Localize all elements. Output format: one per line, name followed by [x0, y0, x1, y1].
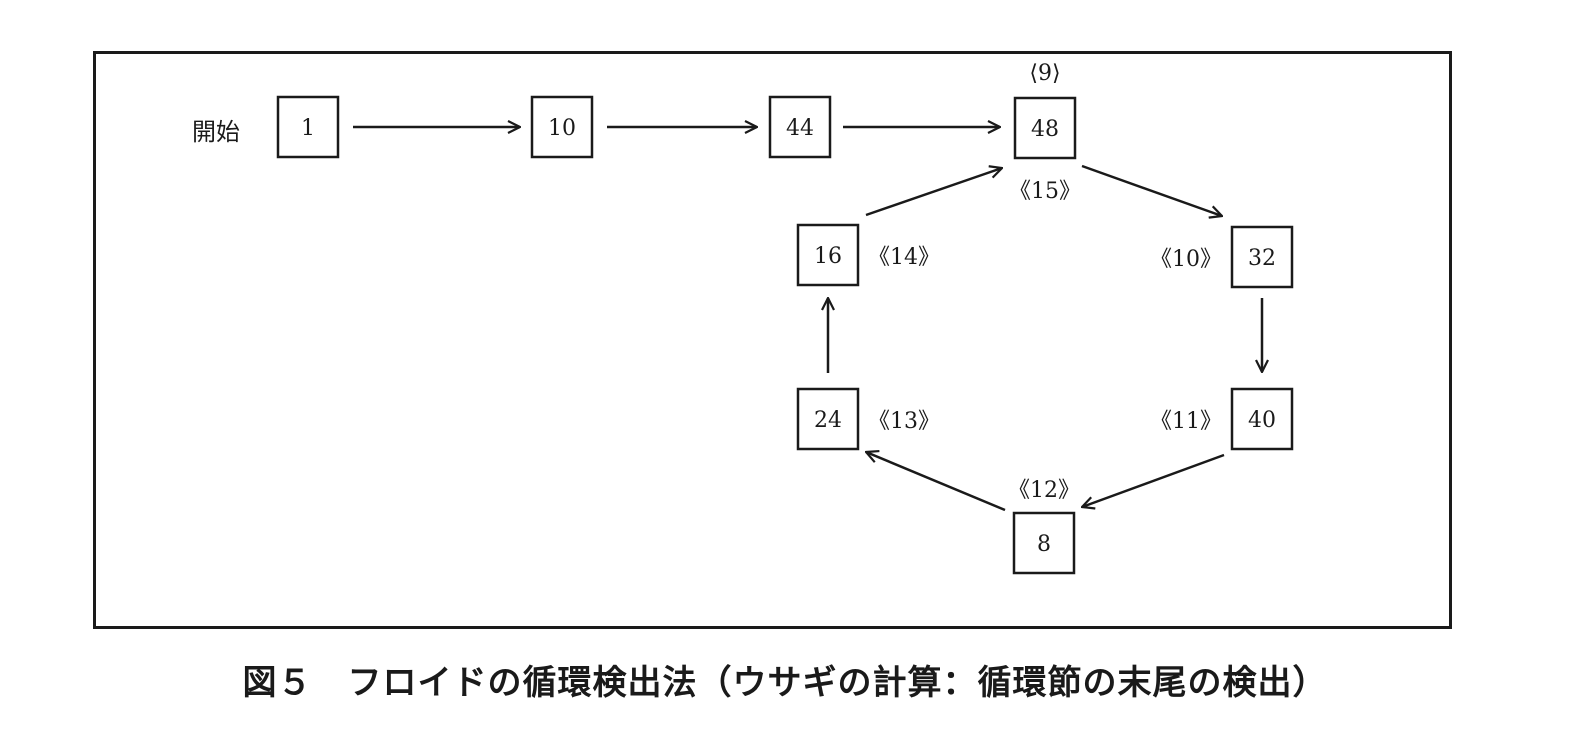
figure-caption: 図５ フロイドの循環検出法（ウサギの計算：循環節の末尾の検出） — [242, 663, 1328, 703]
node-40: 40 — [1230, 387, 1294, 451]
node-1: 1 — [276, 95, 340, 159]
node-48: 48 — [1013, 96, 1077, 160]
node-box — [768, 95, 832, 159]
step-label-40: 《11》 — [1150, 409, 1222, 434]
node-box — [1230, 387, 1294, 451]
node-box — [530, 95, 594, 159]
node-16: 16 — [796, 223, 860, 287]
node-value: 24 — [814, 408, 842, 433]
node-box — [796, 223, 860, 287]
node-value: 32 — [1248, 246, 1276, 271]
node-10: 10 — [530, 95, 594, 159]
arrow-n48-to-n32 — [1081, 164, 1222, 216]
node-box — [796, 387, 860, 451]
arrow-n16-to-n48 — [865, 168, 1002, 217]
node-44: 44 — [768, 95, 832, 159]
step-label-48-second: 《15》 — [1009, 179, 1081, 204]
diagram-frame — [93, 51, 1452, 629]
step-label-48: ⟨9⟩ — [1029, 61, 1060, 86]
step-label-24: 《13》 — [868, 409, 940, 434]
node-value: 1 — [301, 116, 315, 141]
step-label-8: 《12》 — [1008, 478, 1080, 503]
edges-layer — [353, 127, 1262, 512]
step-labels-layer: ⟨9⟩ 《15》《10》《11》《12》 《13》 《14》 — [868, 61, 1222, 503]
node-value: 16 — [814, 244, 842, 269]
node-8: 8 — [1012, 511, 1076, 575]
node-value: 40 — [1248, 408, 1276, 433]
node-32: 32 — [1230, 225, 1294, 289]
node-value: 8 — [1037, 532, 1051, 557]
arrow-n40-to-n8 — [1082, 453, 1225, 507]
node-box — [1012, 511, 1076, 575]
start-label: 開始 — [192, 118, 240, 146]
node-box — [276, 95, 340, 159]
node-box — [1230, 225, 1294, 289]
node-value: 10 — [548, 116, 576, 141]
arrow-n8-to-n24 — [866, 452, 1006, 512]
step-label-16: 《14》 — [868, 245, 940, 270]
node-value: 44 — [786, 116, 814, 141]
step-label-32: 《10》 — [1150, 247, 1222, 272]
node-24: 24 — [796, 387, 860, 451]
node-box — [1013, 96, 1077, 160]
nodes-layer: 1 10 44 48 32 40 8 24 16 — [276, 95, 1294, 575]
node-value: 48 — [1031, 117, 1059, 142]
